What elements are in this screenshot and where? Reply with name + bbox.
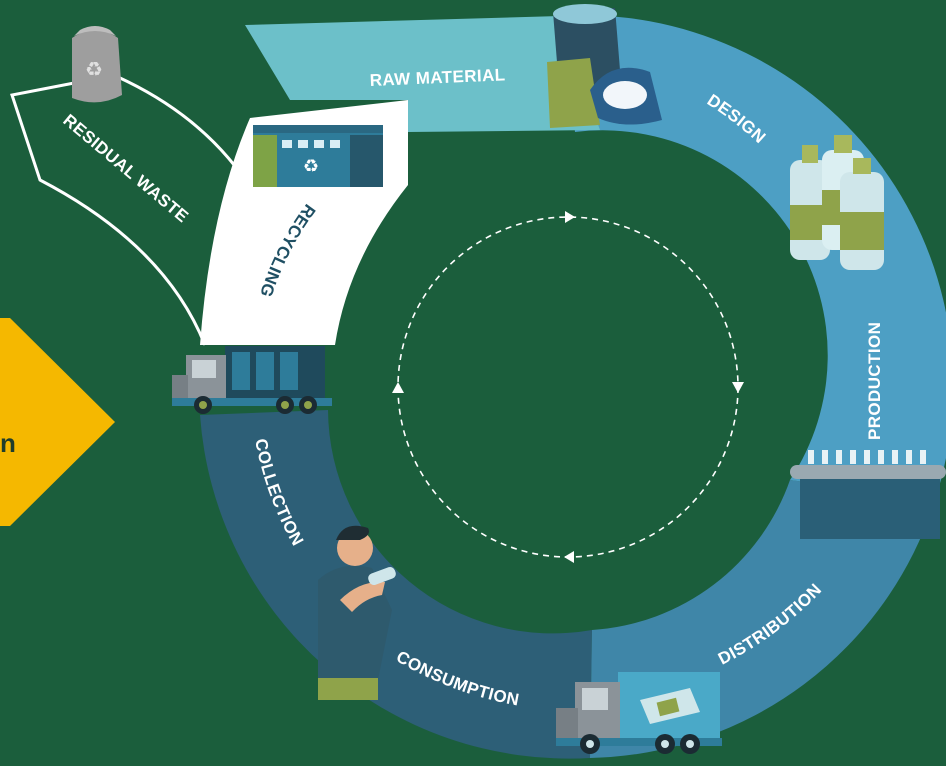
- person-drinking-icon: [318, 525, 396, 700]
- garbage-truck-icon: [172, 346, 332, 414]
- residual-waste-loop-inner: [119, 76, 257, 196]
- recycle-bag-icon: ♻: [72, 26, 122, 103]
- side-banner: [0, 318, 115, 526]
- cycle-arrow-icon: [392, 382, 404, 393]
- side-banner-text: n: [0, 428, 16, 458]
- bottles-icon: [790, 135, 884, 270]
- delivery-truck-icon: [556, 672, 722, 754]
- svg-text:♻: ♻: [303, 156, 319, 177]
- cycle-arrow-icon: [564, 551, 574, 563]
- cycle-arrow-icon: [565, 211, 575, 223]
- ring-segment-collection-consumption: [200, 410, 592, 759]
- recycling-plant-icon: ♻: [253, 125, 383, 187]
- raw-material-band: [245, 16, 600, 132]
- residual-waste-loop: [10, 76, 207, 346]
- label-production: PRODUCTION: [865, 322, 884, 440]
- svg-text:♻: ♻: [85, 57, 103, 81]
- raw-material-sacks-icon: [547, 4, 662, 128]
- cycle-arrow-icon: [732, 382, 744, 393]
- conveyor-belt-icon: [790, 450, 946, 539]
